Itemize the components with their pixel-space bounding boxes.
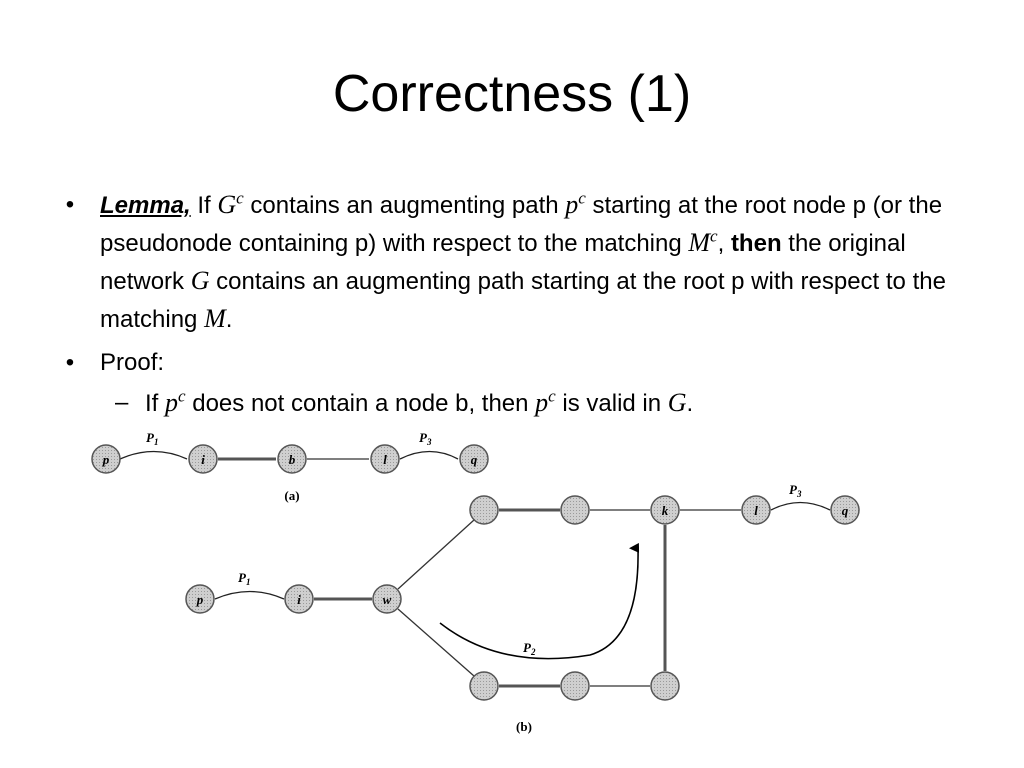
lemma-text-2: contains an augmenting path xyxy=(243,192,566,219)
svg-text:q: q xyxy=(471,452,478,467)
svg-text:l: l xyxy=(383,452,387,467)
svg-text:p: p xyxy=(196,592,204,607)
math-m: M xyxy=(204,304,226,333)
lemma-text-7: . xyxy=(225,306,233,333)
math-p-c: pc xyxy=(565,188,586,219)
sub-text-3: is valid in xyxy=(555,390,668,417)
slide-title: Correctness (1) xyxy=(332,65,692,123)
proof-label: Proof: xyxy=(100,349,165,376)
label-p2-b: P2 xyxy=(523,640,536,657)
lemma-label: Lemma, xyxy=(100,192,191,219)
math-p-c: pc xyxy=(535,386,556,417)
lemma-text-4: , xyxy=(717,230,731,257)
bullet-marker: • xyxy=(65,349,75,376)
dash-marker: – xyxy=(115,389,129,416)
graph-node-k: k xyxy=(650,495,680,525)
label-p1-b: P1 xyxy=(238,570,250,587)
svg-text:l: l xyxy=(754,503,758,518)
sub-text-4: . xyxy=(686,390,694,417)
path-p1-b xyxy=(214,590,285,600)
lemma-text-1: If xyxy=(197,192,218,219)
math-g-c: Gc xyxy=(217,188,244,219)
graph-node-q: q xyxy=(459,444,489,474)
graph-node xyxy=(560,495,590,525)
svg-text:b: b xyxy=(289,452,296,467)
graph-node-q: q xyxy=(830,495,860,525)
proof-bullet: • Proof: xyxy=(60,344,960,381)
graph-node-p: p xyxy=(185,584,215,614)
graph-node-b: b xyxy=(277,444,307,474)
lemma-text-5: the original network xyxy=(100,230,906,295)
path-p3-a xyxy=(399,450,459,460)
path-p3-b xyxy=(770,501,831,511)
figure-b: p i w k l q xyxy=(185,482,860,734)
edge xyxy=(397,608,475,677)
svg-text:q: q xyxy=(842,503,849,518)
svg-text:i: i xyxy=(297,592,301,607)
caption-b: (b) xyxy=(516,719,532,734)
svg-text:w: w xyxy=(383,592,392,607)
graph-node xyxy=(560,671,590,701)
path-p1-a xyxy=(119,450,188,460)
graph-node xyxy=(469,495,499,525)
sub-text-2: does not contain a node b, then xyxy=(185,390,536,417)
math-m-c: Mc xyxy=(688,226,718,257)
label-p3-b: P3 xyxy=(789,482,802,499)
math-g: G xyxy=(667,388,687,417)
figure-a: p i b l q P1 P3 (a) xyxy=(91,430,489,503)
lemma-then: then xyxy=(730,230,782,257)
label-p1-a: P1 xyxy=(146,430,158,447)
bullet-marker: • xyxy=(65,191,75,218)
graph-node-p: p xyxy=(91,444,121,474)
graph-node xyxy=(469,671,499,701)
lemma-text-6: contains an augmenting path starting at … xyxy=(100,268,946,333)
svg-text:k: k xyxy=(662,503,669,518)
caption-a: (a) xyxy=(284,488,299,503)
sub-text-1: If xyxy=(145,390,166,417)
path-p2-arrow xyxy=(439,542,640,660)
graph-node xyxy=(650,671,680,701)
proof-sub-bullet: – If pc does not contain a node b, then … xyxy=(60,384,960,422)
graph-node-w: w xyxy=(372,584,402,614)
lemma-text-3: starting at the root node p (or the pseu… xyxy=(100,192,943,257)
graph-node-i: i xyxy=(188,444,218,474)
label-p3-a: P3 xyxy=(419,430,432,447)
graph-node-l: l xyxy=(370,444,400,474)
slide-body: • Lemma, If Gc contains an augmenting pa… xyxy=(60,186,960,422)
svg-text:i: i xyxy=(201,452,205,467)
math-g: G xyxy=(190,266,210,295)
graph-node-i: i xyxy=(284,584,314,614)
graph-node-l: l xyxy=(741,495,771,525)
lemma-bullet: • Lemma, If Gc contains an augmenting pa… xyxy=(60,186,960,338)
svg-text:p: p xyxy=(102,452,110,467)
math-p-c: pc xyxy=(165,386,186,417)
edge xyxy=(397,519,475,590)
